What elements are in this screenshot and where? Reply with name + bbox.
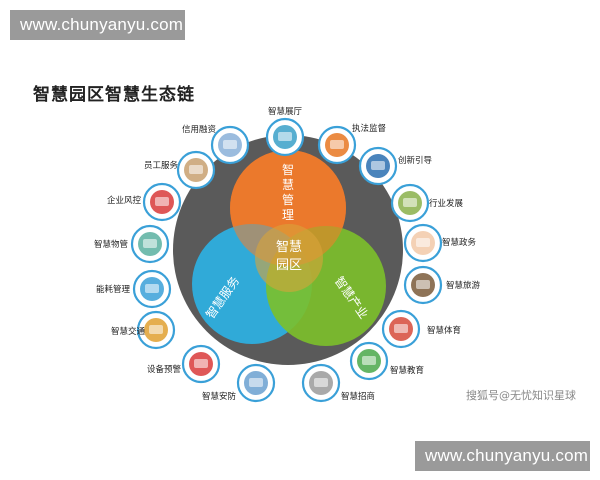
ecosystem-node: 智慧展厅: [265, 106, 305, 157]
ecosystem-node: 智慧安防: [202, 363, 276, 403]
source-watermark: 搜狐号@无忧知识星球: [466, 389, 576, 402]
management-char-4: 理: [282, 208, 294, 222]
center-label-line1: 智慧: [276, 239, 302, 255]
node-label: 智慧旅游: [446, 280, 481, 291]
crossroad-icon: [144, 318, 168, 342]
ecosystem-node: 企业风控: [107, 182, 182, 222]
exhibition-hall-icon: [273, 125, 297, 149]
people-icon: [184, 158, 208, 182]
ecosystem-node: 行业发展: [390, 183, 464, 223]
node-label: 行业发展: [429, 198, 464, 209]
fitness-icon: [389, 317, 413, 341]
node-label: 智慧展厅: [268, 106, 303, 117]
ecosystem-node: 智慧物管: [94, 224, 170, 264]
luggage-icon: [411, 273, 435, 297]
ecosystem-node: 能耗管理: [96, 269, 172, 309]
petal-label-management: 智 慧 管 理: [282, 162, 294, 222]
management-char-1: 智: [282, 162, 294, 177]
ecosystem-node: 智慧招商: [301, 363, 375, 403]
node-label: 智慧教育: [390, 365, 424, 376]
watermark-top: www.chunyanyu.com: [10, 10, 185, 40]
document-icon: [309, 371, 333, 395]
management-char-3: 管: [282, 192, 294, 207]
ecosystem-node: 信用融资: [182, 124, 250, 165]
center-overlap: [255, 224, 323, 292]
node-label: 智慧交通: [111, 326, 146, 337]
magnifier-icon: [244, 371, 268, 395]
ecosystem-node: 执法监督: [317, 123, 387, 165]
ecosystem-node: 创新引导: [358, 146, 433, 186]
map-icon: [138, 232, 162, 256]
diagram-title: 智慧园区智慧生态链: [33, 85, 195, 105]
person-icon: [411, 231, 435, 255]
node-label: 设备预警: [147, 364, 182, 375]
node-label: 执法监督: [352, 123, 387, 134]
petal-management-overlay: [230, 150, 346, 266]
ecosystem-node: 智慧旅游: [403, 265, 481, 305]
node-label: 智慧政务: [442, 237, 477, 248]
ecosystem-node: 智慧政务: [403, 223, 477, 263]
target-icon: [150, 190, 174, 214]
node-label: 智慧体育: [427, 325, 461, 336]
node-label: 智慧招商: [341, 391, 375, 402]
ecosystem-node: 员工服务: [144, 150, 216, 190]
car-icon: [366, 154, 390, 178]
ecosystem-node: 智慧教育: [349, 341, 424, 381]
watermark-bottom: www.chunyanyu.com: [415, 441, 590, 471]
node-label: 员工服务: [144, 160, 179, 171]
node-label: 创新引导: [398, 155, 433, 166]
ecosystem-node: 智慧体育: [381, 309, 461, 349]
management-char-2: 慧: [282, 177, 294, 192]
clipboard-icon: [140, 277, 164, 301]
node-label: 信用融资: [182, 124, 217, 135]
ecosystem-node: 设备预警: [147, 344, 221, 384]
node-label: 智慧物管: [94, 239, 128, 250]
node-label: 能耗管理: [96, 284, 131, 295]
finance-icon: [218, 133, 242, 157]
education-icon: [357, 349, 381, 373]
ecosystem-node: 智慧交通: [111, 310, 176, 350]
center-label-line2: 园区: [276, 258, 302, 273]
medical-kit-icon: [189, 352, 213, 376]
building-icon: [398, 191, 422, 215]
node-label: 企业风控: [107, 195, 142, 206]
traffic-cone-icon: [325, 133, 349, 157]
node-label: 智慧安防: [202, 391, 237, 402]
